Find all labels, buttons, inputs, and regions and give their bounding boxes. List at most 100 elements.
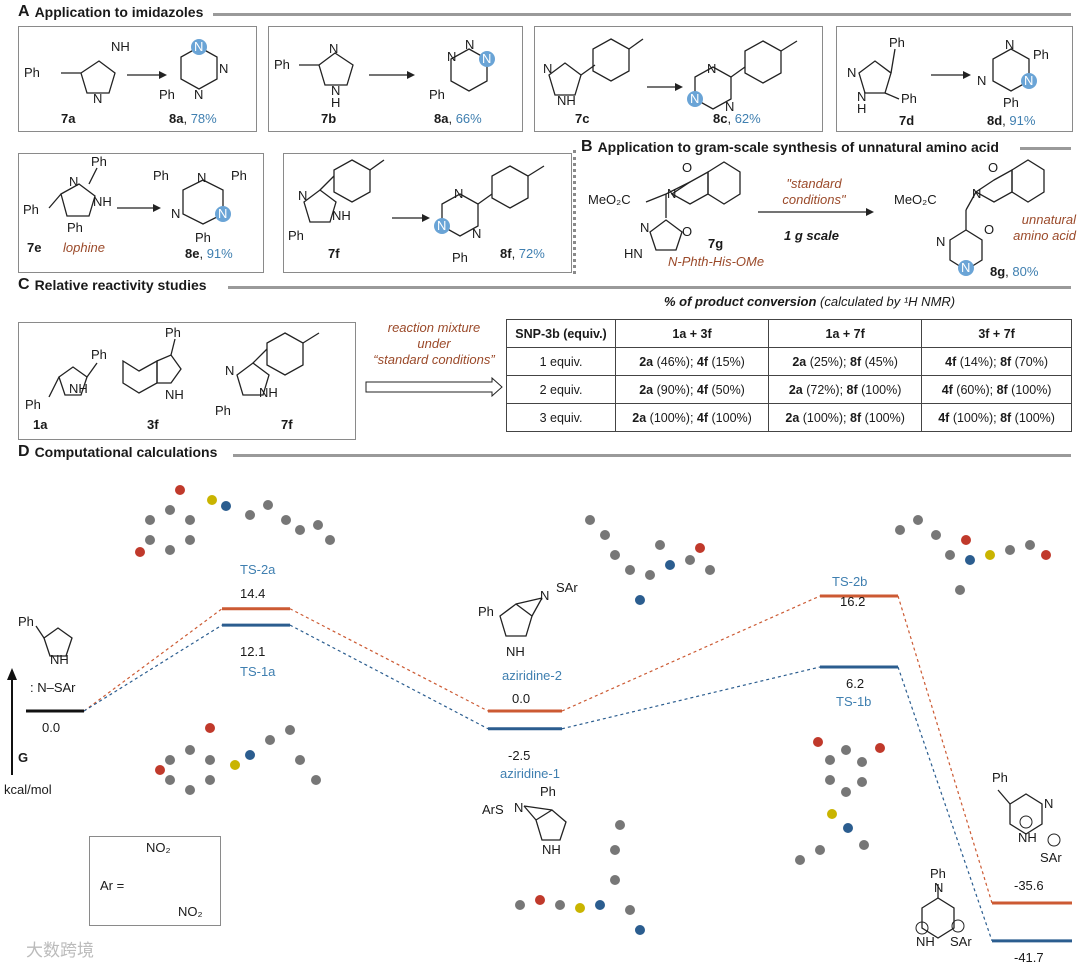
n-label: N	[454, 186, 464, 201]
hn-label: HN	[624, 246, 643, 261]
conversion-value: (15%)	[708, 354, 745, 369]
conversion-value: (50%)	[708, 382, 745, 397]
product-label: 8a, 66%	[434, 111, 482, 126]
compound-label-7f: 7f	[281, 417, 293, 432]
compound-ref: 2a	[785, 410, 800, 425]
energy-value: 12.1	[240, 644, 266, 659]
unnatural-amino-acid-label: unnatural amino acid	[1013, 212, 1076, 243]
energy-value: 14.4	[240, 586, 266, 601]
section-a-rule	[213, 13, 1071, 16]
conversion-value: (100%)	[708, 410, 752, 425]
ph-label: Ph	[23, 202, 39, 217]
n-label: N	[331, 83, 341, 98]
ph-label: Ph	[452, 250, 468, 265]
connector-line	[897, 666, 993, 942]
n-label: N	[514, 800, 524, 815]
ph-label: Ph	[215, 403, 231, 418]
table-header: SNP-3b (equiv.)	[506, 319, 616, 348]
n-label: N	[667, 186, 677, 201]
ph-label: Ph	[1003, 95, 1019, 110]
reaction-box-7e: Ph N Ph NH Ph Ph Ph N N N Ph 7e lophine …	[18, 153, 264, 273]
n-label: N	[465, 37, 475, 52]
ph-label: Ph	[889, 35, 905, 50]
connector-line	[83, 608, 223, 712]
conversion-value: (100%)	[1007, 382, 1052, 397]
conversion-value: (100%)	[861, 410, 905, 425]
n-label: N	[1024, 73, 1034, 88]
table-header: 1a + 7f	[768, 319, 923, 348]
n-label: N	[194, 87, 204, 102]
n-label: N	[725, 99, 735, 114]
n-label: N	[225, 363, 235, 378]
ph-label: Ph	[478, 604, 494, 619]
n-label: N	[197, 170, 207, 185]
n-label: N	[972, 186, 982, 201]
conversion-value: (70%)	[1011, 354, 1049, 369]
table-cell: 2a (46%); 4f (15%)	[614, 347, 770, 376]
n-label: N	[447, 49, 457, 64]
ph-label: Ph	[24, 65, 40, 80]
scale-label: 1 g scale	[784, 228, 839, 243]
n-label: N	[482, 51, 492, 66]
sar-label: SAr	[556, 580, 578, 595]
reaction-box-7c: N NH N N N 7c 8c, 62%	[534, 26, 823, 132]
ph-label: Ph	[153, 168, 169, 183]
ph-label: Ph	[901, 91, 917, 106]
energy-state-label: aziridine-1	[500, 766, 560, 781]
table-cell: 4f (100%); 8f (100%)	[921, 403, 1072, 432]
table-cell: 2a (100%); 8f (100%)	[768, 403, 923, 432]
n-label: N	[847, 65, 857, 80]
compound-ref: 8f	[846, 382, 858, 397]
sar-label: SAr	[1040, 850, 1062, 865]
ts-2b-model	[895, 515, 1051, 595]
energy-value: -41.7	[1014, 950, 1044, 965]
n-label: N	[298, 188, 308, 203]
compound-ref: 8f	[850, 354, 862, 369]
section-d-title: D Computational calculations	[18, 443, 218, 460]
compound-ref: 8f	[1000, 410, 1012, 425]
n-phth-his-ome-label: N-Phth-His-OMe	[668, 254, 765, 269]
n-label: N	[194, 39, 204, 54]
table-title: % of product conversion (calculated by ¹…	[664, 294, 956, 309]
ph-label: Ph	[91, 347, 107, 362]
table-cell: 1 equiv.	[506, 347, 616, 376]
ester-label: MeO₂C	[894, 192, 937, 207]
ph-label: Ph	[288, 228, 304, 243]
table-cell: 2a (72%); 8f (100%)	[768, 375, 923, 404]
conversion-value: (100%);	[646, 410, 697, 425]
compound-ref: 8f	[850, 410, 862, 425]
n-label: N	[1005, 37, 1015, 52]
ph-label: Ph	[91, 154, 107, 169]
connector-line	[289, 608, 489, 712]
table-header: 3f + 7f	[921, 319, 1072, 348]
product-label: 8e, 91%	[185, 246, 233, 261]
nh-label: NH	[69, 381, 88, 396]
compound-ref: 4f	[938, 410, 950, 425]
n-label: N	[472, 226, 482, 241]
n-label: N	[690, 91, 700, 106]
n-label: N	[857, 89, 867, 104]
ph-label: Ph	[429, 87, 445, 102]
ph-label: Ph	[67, 220, 83, 235]
compound-ref: 2a	[632, 410, 647, 425]
reaction-7d-structures	[858, 48, 1037, 100]
compounds-box: Ph NH Ph Ph NH N NH Ph 1a 3f 7f	[18, 322, 356, 440]
nh-label: NH	[557, 93, 576, 108]
energy-state-label: TS-1a	[240, 664, 276, 679]
table-cell: 4f (14%); 8f (70%)	[921, 347, 1072, 376]
table-row: 3 equiv.2a (100%); 4f (100%)2a (100%); 8…	[506, 403, 1072, 432]
compound-ref: 4f	[696, 382, 709, 397]
ar-label: Ar =	[100, 878, 125, 893]
reaction-box-7b: Ph N N H Ph N N N 7b 8a, 66%	[268, 26, 523, 132]
nh-label: NH	[1018, 830, 1037, 845]
conversion-value: (100%);	[949, 410, 1001, 425]
compound-label-7a: 7a	[61, 111, 76, 126]
ts-1b-model	[795, 737, 885, 865]
connector-line	[83, 624, 223, 712]
table-cell: 2 equiv.	[506, 375, 616, 404]
nh-label: NH	[332, 208, 351, 223]
table-cell: 4f (60%); 8f (100%)	[921, 375, 1072, 404]
n-label: N	[977, 73, 987, 88]
n-label: N	[1044, 796, 1054, 811]
section-a-title: A Application to imidazoles	[18, 3, 204, 20]
